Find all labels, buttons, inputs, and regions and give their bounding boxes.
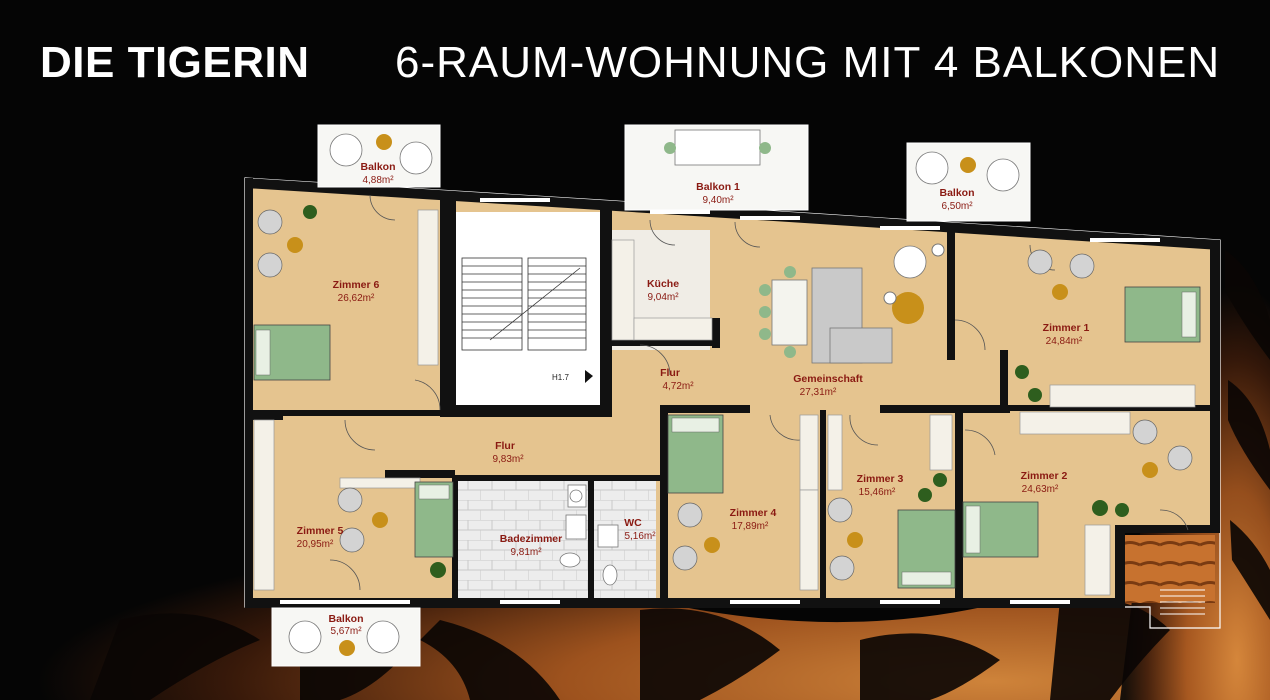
balcony-top-right-name: Balkon <box>939 187 974 199</box>
room-zimmer3-name: Zimmer 3 <box>857 473 904 485</box>
room-badezimmer-area: 9,81m² <box>510 547 542 558</box>
room-zimmer6-area: 26,62m² <box>338 293 375 304</box>
room-zimmer1-name: Zimmer 1 <box>1043 322 1090 334</box>
apartment-subtitle: 6-RAUM-WOHNUNG MIT 4 BALKONEN <box>395 38 1221 87</box>
room-zimmer5-area: 20,95m² <box>297 539 334 550</box>
sofa-icon <box>811 267 893 364</box>
room-flur-upper-area: 4,72m² <box>662 381 694 392</box>
balcony-top-center-area: 9,40m² <box>702 195 734 206</box>
balcony-top-left <box>317 124 441 188</box>
room-gemeinschaft-name: Gemeinschaft <box>793 373 863 385</box>
stair-label: H1.7 <box>552 373 569 382</box>
door-arc-icon <box>329 194 1189 591</box>
balcony-top-center-name: Balkon 1 <box>696 181 740 193</box>
room-flur-lower-area: 9,83m² <box>492 454 524 465</box>
room-badezimmer-name: Badezimmer <box>500 533 562 545</box>
balcony-bottom-left-area: 5,67m² <box>330 626 362 637</box>
room-wc-name: WC <box>624 517 642 529</box>
balcony-bottom-left-name: Balkon <box>328 613 363 625</box>
room-zimmer1-area: 24,84m² <box>1046 336 1083 347</box>
plant-icon <box>303 205 1129 578</box>
chair-icon <box>257 209 1193 581</box>
room-zimmer3-area: 15,46m² <box>859 487 896 498</box>
balcony-bottom-left <box>271 607 421 667</box>
balcony-top-right-area: 6,50m² <box>941 201 973 212</box>
room-zimmer2-area: 24,63m² <box>1022 484 1059 495</box>
balcony-top-left-name: Balkon <box>360 161 395 173</box>
sanitary-fixtures <box>559 484 619 586</box>
apartment-name: DIE TIGERIN <box>40 38 310 87</box>
bed-icon <box>253 286 1201 589</box>
room-kueche-area: 9,04m² <box>647 292 679 303</box>
room-flur-upper-name: Flur <box>660 367 680 379</box>
entrance-arrow-icon <box>585 370 593 383</box>
entrance-steps <box>1160 589 1205 615</box>
lamp-icon <box>883 243 945 324</box>
room-zimmer2-name: Zimmer 2 <box>1021 470 1068 482</box>
stool-icon <box>287 237 1158 553</box>
table-icon <box>759 266 808 358</box>
room-wc-area: 5,16m² <box>624 531 656 542</box>
room-zimmer4-area: 17,89m² <box>732 521 769 532</box>
balcony-top-left-area: 4,88m² <box>362 175 394 186</box>
room-flur-lower-name: Flur <box>495 440 515 452</box>
entrance-fur <box>1125 535 1215 603</box>
room-kueche-name: Küche <box>647 278 679 290</box>
room-gemeinschaft-area: 27,31m² <box>800 387 837 398</box>
balcony-top-right <box>906 142 1031 222</box>
room-zimmer5-name: Zimmer 5 <box>297 525 344 537</box>
balcony-top-center <box>624 124 809 211</box>
stairwell <box>456 212 606 412</box>
room-zimmer6-name: Zimmer 6 <box>333 279 380 291</box>
room-zimmer4-name: Zimmer 4 <box>730 507 777 519</box>
stair-steps <box>461 257 587 351</box>
built-in-cabinets <box>253 209 1196 596</box>
